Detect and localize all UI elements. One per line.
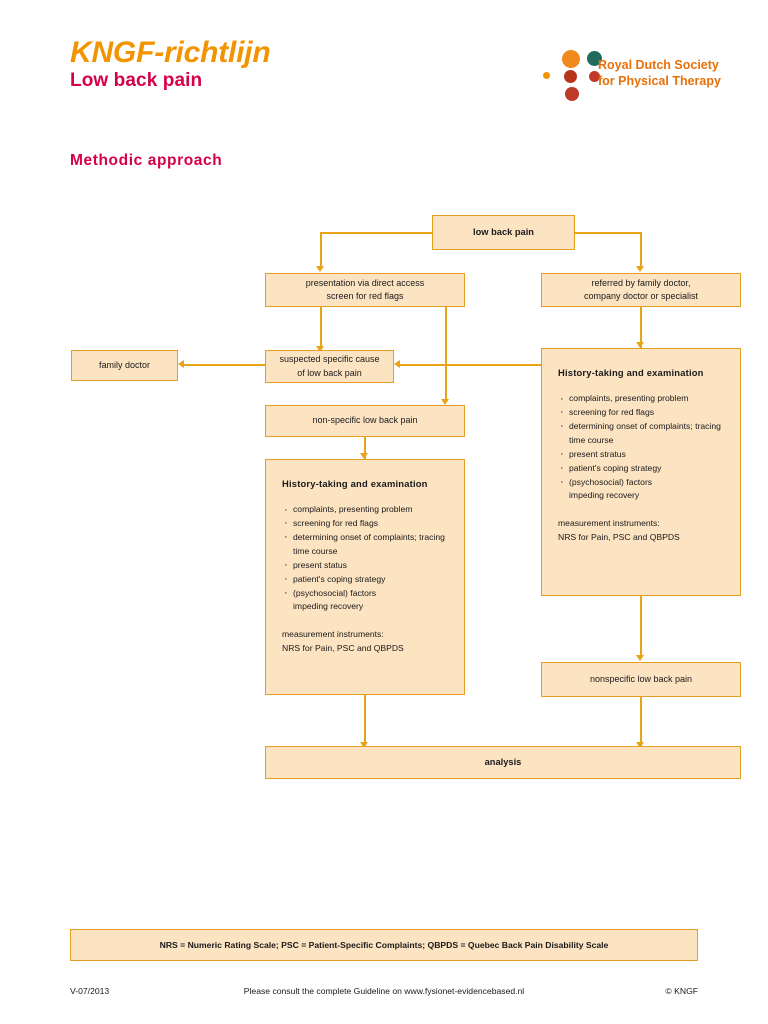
history-left-item: complaints, presenting problem [282, 503, 448, 519]
node-referred-line1: referred by family doctor, [591, 277, 691, 288]
logo-dot-deep-red-bottom [565, 87, 579, 101]
arrow-into-nonspecific-left [441, 399, 449, 405]
node-direct-access[interactable]: presentation via direct access screen fo… [265, 273, 465, 307]
node-low-back-pain-label: low back pain [473, 226, 534, 237]
history-left-item: patient's coping strategy [282, 572, 448, 588]
page-subtitle: Low back pain [70, 70, 203, 91]
node-family-doctor-label: family doctor [98, 359, 151, 370]
history-right-heading: History-taking and examination [558, 367, 704, 378]
history-left-list: complaints, presenting problem screening… [282, 503, 448, 614]
arrow-into-suspected [316, 346, 324, 352]
node-direct-access-line2: screen for red flags [326, 291, 404, 301]
arrow-into-analysis-right [636, 742, 644, 748]
connector-lbp-right-down [640, 232, 642, 267]
logo-dot-red-right [589, 71, 600, 82]
history-right-measurement-value: NRS for Pain, PSC and QBPDS [558, 532, 680, 543]
logo-dot-orange-large [562, 50, 580, 68]
connector-suspected-to-family-doctor [184, 364, 266, 366]
node-suspected-line1: suspected specific cause [279, 354, 380, 364]
abbreviation-legend-text: NRS = Numeric Rating Scale; PSC = Patien… [159, 940, 609, 950]
node-nonspecific-right-label: nonspecific low back pain [589, 673, 693, 684]
node-non-specific-low-back-pain[interactable]: non-specific low back pain [265, 405, 465, 437]
royal-dutch-society-logo: Royal Dutch Society for Physical Therapy [543, 48, 748, 104]
node-referred[interactable]: referred by family doctor, company docto… [541, 273, 741, 307]
node-analysis-label: analysis [484, 756, 522, 767]
connector-history-right-to-suspected [400, 364, 541, 366]
section-heading: Methodic approach [70, 152, 223, 169]
node-analysis[interactable]: analysis [265, 746, 741, 779]
history-left-heading: History-taking and examination [282, 478, 428, 489]
connector-lbp-to-left [320, 232, 432, 234]
node-referred-line2: company doctor or specialist [583, 291, 699, 301]
history-right-list: complaints, presenting problem screening… [558, 392, 724, 503]
page-title: KNGF-richtlijn [70, 36, 271, 69]
node-suspected-specific-cause[interactable]: suspected specific cause of low back pai… [265, 350, 394, 383]
logo-text-line2: for Physical Therapy [598, 74, 721, 88]
footer-copyright: © KNGF [665, 986, 698, 996]
history-right-item: (psychosocial) factors impeding recovery [558, 475, 724, 504]
connector-direct-to-nonspecific [445, 307, 447, 402]
footer-note: Please consult the complete Guideline on… [243, 986, 525, 996]
node-direct-access-label: presentation via direct access screen fo… [306, 277, 425, 304]
history-right-item: complaints, presenting problem [558, 392, 724, 408]
connector-nonspecific-to-history-left [364, 437, 366, 460]
history-right-item: determining onset of complaints; tracing… [558, 419, 724, 448]
node-history-taking-left[interactable]: History-taking and examination complaint… [265, 459, 465, 695]
footer-version: V-07/2013 [70, 986, 110, 996]
logo-text: Royal Dutch Society for Physical Therapy [598, 57, 721, 89]
history-left-item: determining onset of complaints; tracing… [282, 530, 448, 559]
arrow-into-history-left [360, 453, 368, 459]
history-right-item: present stratus [558, 447, 724, 463]
node-referred-label: referred by family doctor, company docto… [584, 277, 698, 304]
node-low-back-pain[interactable]: low back pain [432, 215, 575, 250]
node-suspected-line2: of low back pain [297, 367, 362, 378]
logo-dot-dark-red-mid [564, 70, 577, 83]
arrow-into-nonspecific-right [636, 655, 644, 661]
history-right-measurement: measurement instruments: NRS for Pain, P… [558, 517, 724, 545]
node-history-taking-right[interactable]: History-taking and examination complaint… [541, 348, 741, 596]
arrow-into-family-doctor [178, 360, 184, 368]
connector-referred-to-history-right [640, 307, 642, 348]
connector-history-right-to-nonspecific [640, 596, 642, 658]
history-left-item: present status [282, 558, 448, 574]
history-left-measurement-label: measurement instruments: [282, 629, 384, 640]
arrow-into-direct-access [316, 266, 324, 272]
connector-nonspecific-to-analysis [640, 697, 642, 746]
arrow-into-analysis-left [360, 742, 368, 748]
connector-direct-to-suspected [320, 307, 322, 348]
history-left-measurement: measurement instruments: NRS for Pain, P… [282, 628, 448, 656]
node-suspected-label: suspected specific cause of low back pai… [279, 353, 379, 380]
node-nonspecific-low-back-pain-right[interactable]: nonspecific low back pain [541, 662, 741, 697]
logo-text-line1: Royal Dutch Society [598, 58, 719, 72]
connector-lbp-left-down [320, 232, 322, 267]
connector-lbp-to-right [575, 232, 641, 234]
abbreviation-legend: NRS = Numeric Rating Scale; PSC = Patien… [70, 929, 698, 961]
arrow-into-referred [636, 266, 644, 272]
connector-history-left-to-analysis [364, 695, 366, 746]
logo-dot-teal [587, 51, 602, 66]
history-right-item: patient's coping strategy [558, 461, 724, 477]
arrow-into-history-right [636, 342, 644, 348]
history-right-item: screening for red flags [558, 405, 724, 421]
node-direct-access-line1: presentation via direct access [305, 277, 425, 288]
history-right-measurement-label: measurement instruments: [558, 518, 660, 529]
node-non-specific-label: non-specific low back pain [312, 415, 418, 426]
node-family-doctor[interactable]: family doctor [71, 350, 178, 381]
history-left-item: (psychosocial) factors impeding recovery [282, 586, 448, 615]
arrow-into-suspected-from-right [394, 360, 400, 368]
history-left-measurement-value: NRS for Pain, PSC and QBPDS [282, 643, 404, 654]
history-left-item: screening for red flags [282, 516, 448, 532]
logo-dot-small-orange [543, 72, 550, 79]
